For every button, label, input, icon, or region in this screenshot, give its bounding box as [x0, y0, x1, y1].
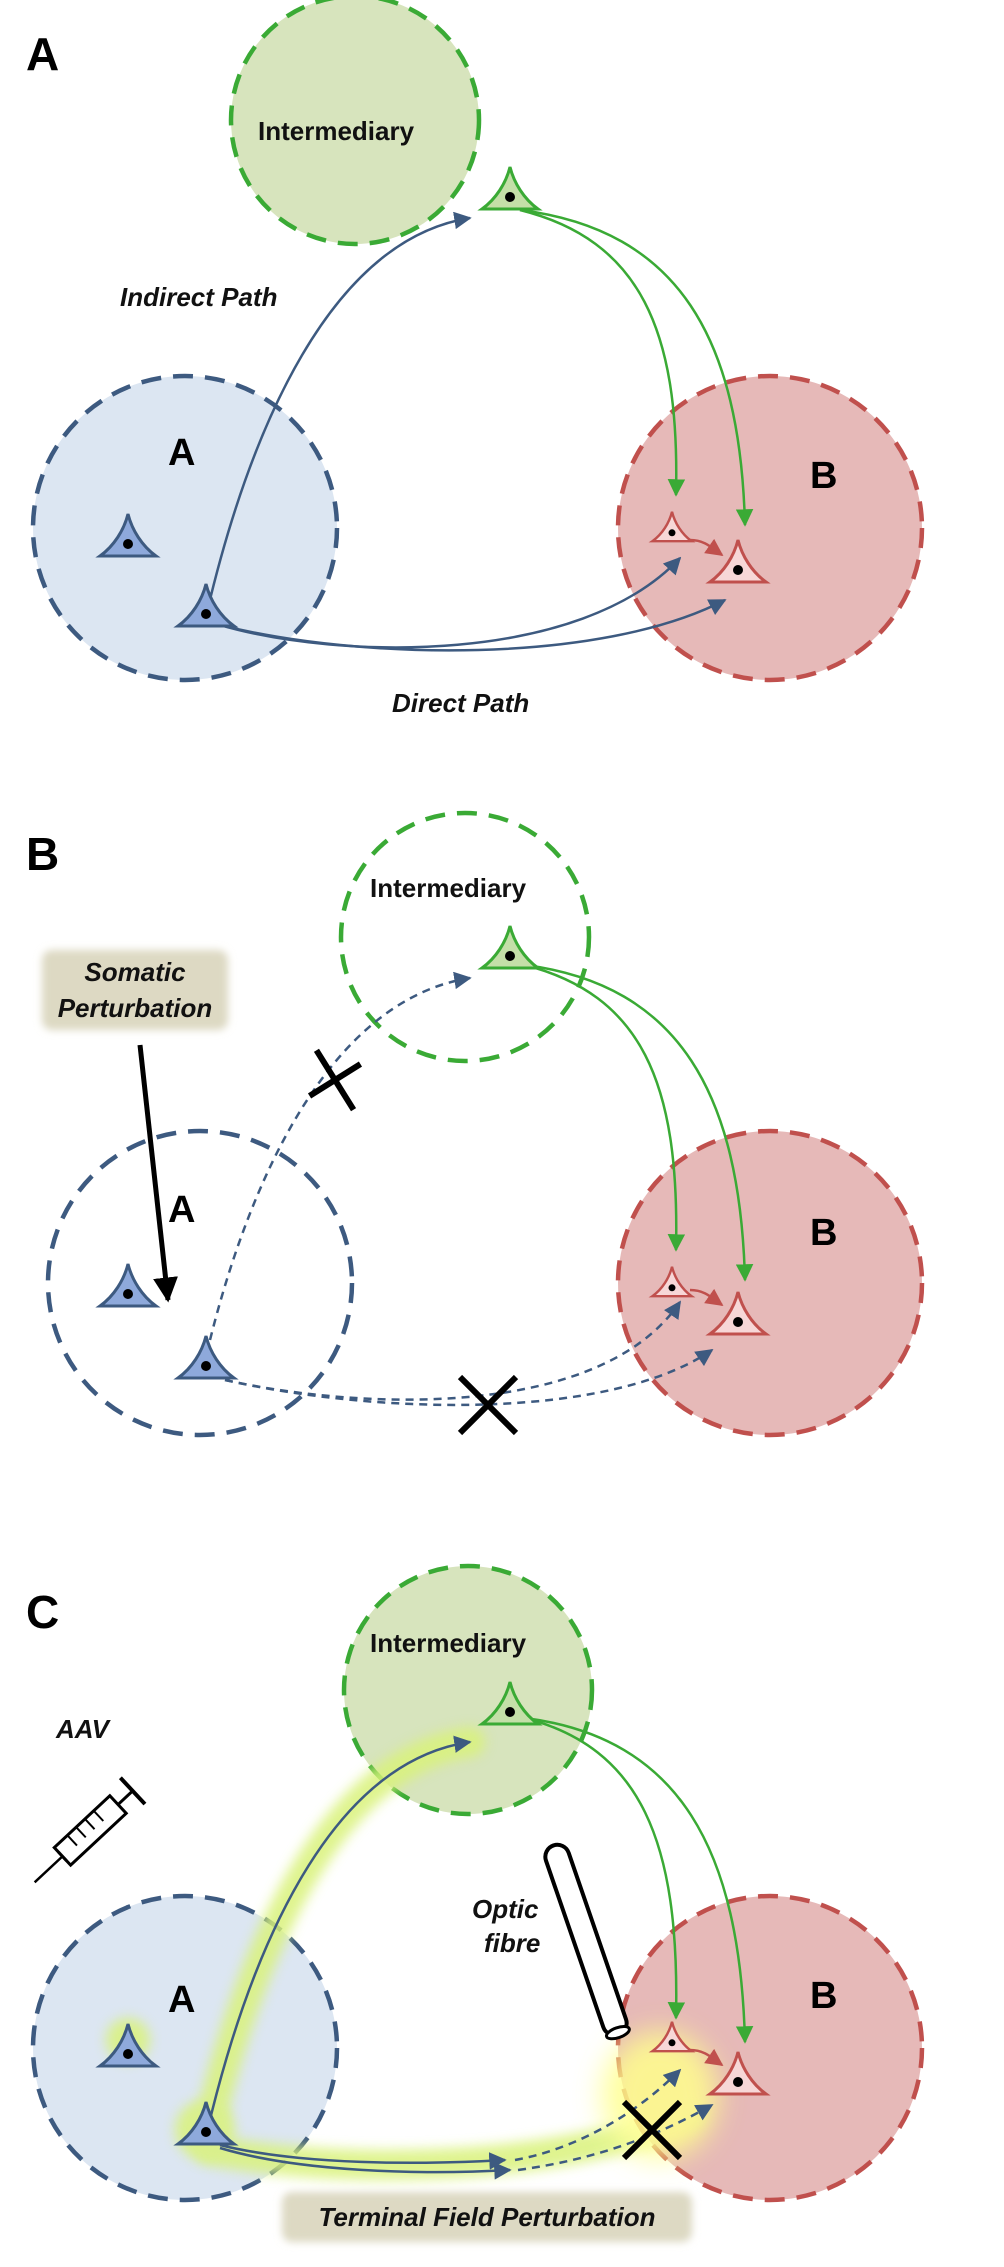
neuron-icon — [705, 539, 771, 584]
direct-path-label: Direct Path — [392, 688, 529, 718]
region-a-circle — [45, 1128, 355, 1438]
indirect-path-arrow — [205, 211, 472, 613]
label-highlight — [282, 2192, 692, 2242]
panel-a: A Intermediary A B Indirect Path Direct … — [26, 0, 925, 718]
region-b-label: B — [810, 1212, 837, 1254]
intermediary-output-arrow-2 — [519, 208, 754, 527]
direct-path-arrow-2 — [219, 2146, 512, 2180]
local-connection-arrow — [689, 2048, 724, 2067]
intermediary-output-arrow-2 — [524, 1716, 754, 2044]
local-connection-arrow — [689, 538, 724, 557]
neuron-icon — [477, 1681, 543, 1726]
region-a-label: A — [168, 1189, 195, 1231]
intermediary-label: Intermediary — [370, 1628, 527, 1658]
intermediary-output-arrow-1 — [524, 1716, 686, 2020]
cross-icon — [307, 1048, 363, 1112]
intermediary-label: Intermediary — [258, 116, 415, 146]
neuron-icon — [648, 2021, 696, 2053]
intermediary-output-arrow-2 — [524, 963, 754, 1282]
local-connection-arrow — [689, 1288, 724, 1307]
neuron-icon — [477, 925, 543, 970]
indirect-path-arrow — [205, 1735, 472, 2133]
region-b-label: B — [810, 1975, 837, 2017]
aav-label: AAV — [55, 1714, 112, 1744]
indirect-path-label: Indirect Path — [120, 282, 277, 312]
terminal-arrow-silenced-1 — [514, 2068, 682, 2162]
neuron-icon — [173, 2101, 239, 2146]
terminal-field-perturbation-label: Terminal Field Perturbation — [318, 2202, 655, 2232]
direct-path-arrow-2 — [219, 598, 727, 652]
neuron-icon — [173, 583, 239, 628]
optic-fibre-icon — [543, 1842, 631, 2041]
panel-letter: B — [26, 828, 59, 880]
indirect-path-arrow-silenced — [208, 971, 472, 1341]
panel-c: C Intermediary A B AAV Opti — [26, 1563, 925, 2242]
neuron-icon — [705, 2051, 771, 2096]
direct-path-arrow-1 — [219, 2143, 507, 2170]
optic-fibre-label-line2: fibre — [484, 1928, 540, 1958]
label-highlight — [42, 950, 228, 1030]
panel-b: B Intermediary A B Somatic Perturbation — [26, 810, 925, 1438]
terminal-arrow-silenced-2 — [517, 2103, 714, 2172]
neuron-icon — [95, 1263, 161, 1308]
region-b-circle — [615, 373, 925, 683]
cross-icon — [457, 1374, 519, 1436]
intermediary-label: Intermediary — [370, 873, 527, 903]
somatic-perturbation-label-line2: Perturbation — [58, 993, 213, 1023]
region-a-label: A — [168, 432, 195, 474]
syringe-icon — [33, 1776, 147, 1884]
cross-icon — [621, 2099, 683, 2161]
intermediary-output-arrow-1 — [519, 208, 686, 497]
neuron-icon — [648, 1266, 696, 1298]
intermediary-output-arrow-1 — [524, 963, 686, 1252]
neuron-icon — [95, 2023, 161, 2068]
region-a-label: A — [168, 1979, 195, 2021]
panel-letter: C — [26, 1586, 59, 1638]
intermediary-region — [338, 810, 592, 1064]
region-b-label: B — [810, 455, 837, 497]
region-b-circle — [615, 1128, 925, 1438]
panel-letter: A — [26, 28, 59, 80]
neuron-icon — [95, 513, 161, 558]
neuron-icon — [705, 1291, 771, 1336]
somatic-perturbation-arrow — [137, 1044, 178, 1303]
neuron-icon — [648, 511, 696, 543]
optic-fibre-label-line1: Optic — [472, 1894, 539, 1924]
neuron-icon — [173, 1335, 239, 1380]
neuron-icon — [477, 166, 543, 211]
intermediary-region — [228, 0, 482, 247]
region-a-circle — [30, 373, 340, 683]
somatic-perturbation-label-line1: Somatic — [84, 957, 186, 987]
